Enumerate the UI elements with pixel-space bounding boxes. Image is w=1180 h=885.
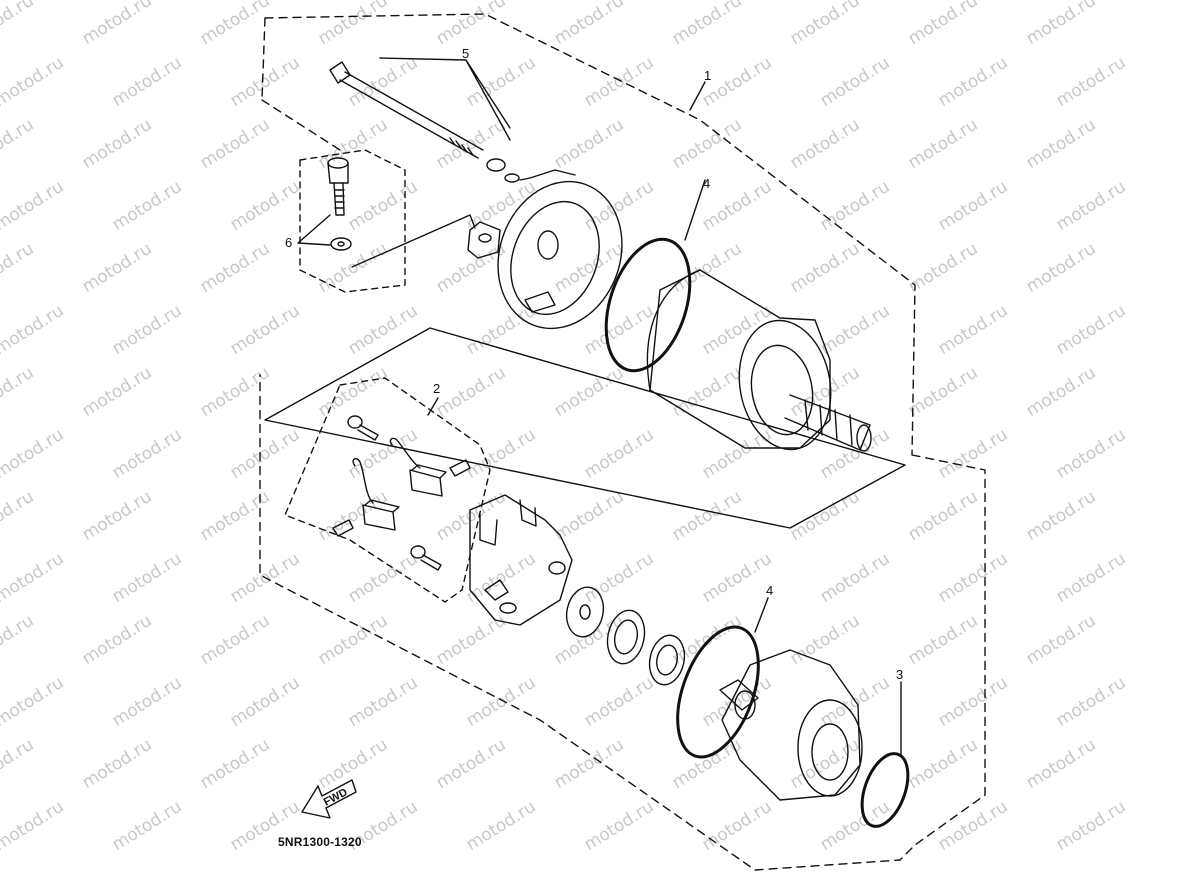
brush-kit-parts [332, 415, 471, 571]
bearing-2 [648, 634, 686, 686]
callout-1: 1 [704, 68, 712, 83]
bolt-group-boundary [299, 149, 406, 293]
armature-yoke [646, 269, 872, 452]
screw-washer [330, 237, 352, 251]
leader-line-1 [689, 81, 706, 111]
brush-holder [469, 494, 573, 626]
callout-6: 6 [285, 235, 293, 250]
through-bolt [329, 61, 484, 159]
callout-3: 3 [896, 667, 904, 682]
brush-kit-boundary [284, 377, 491, 603]
leader-line-4-bottom [754, 597, 769, 633]
washer [486, 158, 506, 172]
callout-4-bottom: 4 [766, 583, 774, 598]
callout-2: 2 [433, 381, 441, 396]
o-ring-top [604, 237, 692, 373]
leader-line-2 [427, 397, 439, 416]
leader-line-5 [379, 57, 511, 141]
leader-line-4-top [684, 179, 706, 241]
fwd-label: FWD [322, 786, 350, 808]
callout-4-top: 4 [703, 176, 711, 191]
small-o-ring [504, 173, 520, 183]
bolt-path-line [351, 214, 476, 268]
o-ring-small [860, 752, 910, 828]
bearing-1 [606, 609, 646, 665]
diagram-code: 5NR1300-1320 [278, 835, 362, 849]
mounting-screw [327, 157, 349, 216]
front-cover [467, 169, 623, 330]
callout-5: 5 [462, 46, 470, 61]
fwd-arrow-icon [301, 779, 357, 819]
assembly-boundary [259, 13, 986, 871]
thrust-washer [565, 586, 605, 638]
rear-cover [719, 649, 863, 801]
leader-line-6 [297, 214, 331, 246]
armature-boundary [264, 327, 906, 529]
